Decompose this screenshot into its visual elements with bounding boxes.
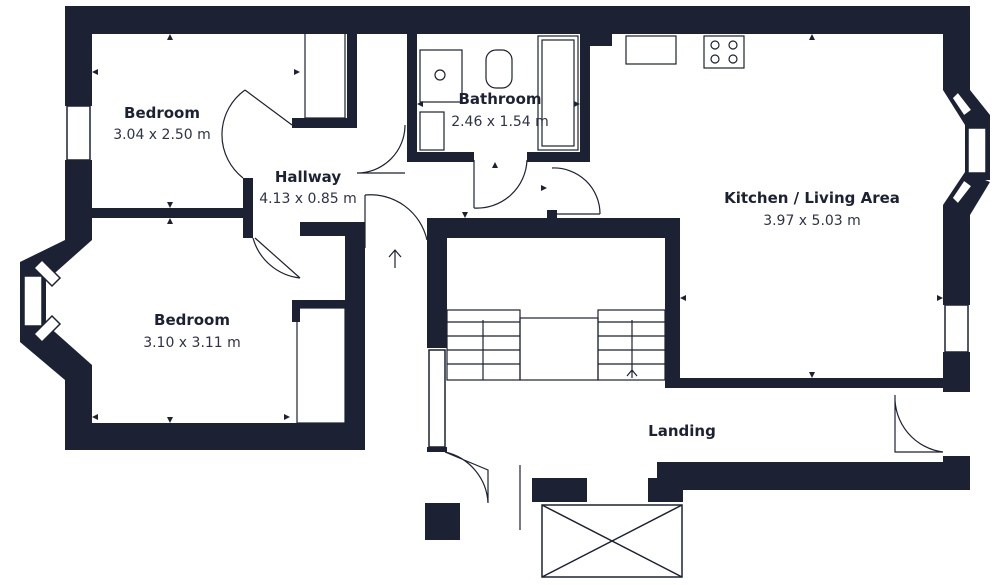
room-name-bathroom: Bathroom xyxy=(458,90,542,108)
walls xyxy=(65,6,970,540)
fixtures xyxy=(296,32,745,424)
shower-icon xyxy=(419,49,463,103)
toilet-icon xyxy=(485,49,513,89)
wall-bedroom1-closet xyxy=(347,30,357,128)
door-hall xyxy=(364,194,428,248)
wall-bedroom-bottom xyxy=(65,423,365,450)
door-bedroom2 xyxy=(252,237,301,279)
wall-skylight-left xyxy=(532,478,587,502)
wall-bathroom-left xyxy=(407,30,417,160)
wall-right-upper xyxy=(943,30,970,90)
window-bay-right-bottom xyxy=(951,178,974,206)
door-cupboard xyxy=(551,167,601,215)
hob-icon xyxy=(703,35,745,69)
wall-bedroom2-top xyxy=(300,222,365,236)
door-entry xyxy=(444,451,489,504)
dimension-markers xyxy=(92,34,943,423)
door-bathroom xyxy=(473,159,528,209)
windows xyxy=(23,90,987,448)
window-bay-right-top xyxy=(951,90,974,118)
room-dims-hallway: 4.13 x 0.85 m xyxy=(259,191,357,207)
wall-landing-bottom xyxy=(657,462,970,490)
up-arrow-icon xyxy=(388,249,402,268)
window-bedroom1 xyxy=(66,105,91,161)
wall-bathroom-bottom-b xyxy=(527,152,590,162)
wall-bathroom-bottom-a xyxy=(407,152,474,162)
room-dims-bedroom-1: 3.04 x 2.50 m xyxy=(113,127,211,143)
window-bay-left-center xyxy=(23,275,43,327)
room-name-hallway: Hallway xyxy=(274,168,342,186)
window-bay-right-center xyxy=(967,127,987,174)
wall-skylight-right xyxy=(648,478,683,502)
doors xyxy=(221,89,944,530)
wall-bedroom2-right xyxy=(345,222,365,450)
wall-bathroom-notch xyxy=(590,30,612,46)
wall-landing-left-end xyxy=(427,447,447,452)
wall-hall-stub xyxy=(243,178,253,238)
room-dims-bedroom-2: 3.10 x 3.11 m xyxy=(143,335,241,351)
wardrobe-bedroom1 xyxy=(304,32,346,119)
wall-bathroom-right xyxy=(580,30,590,162)
wall-left-upper xyxy=(65,6,92,106)
room-name-landing: Landing xyxy=(648,422,716,440)
sink-icon xyxy=(625,35,677,65)
room-name-bedroom-2: Bedroom xyxy=(154,311,230,329)
room-name-bedroom-1: Bedroom xyxy=(124,104,200,122)
wall-kitchen-bottom xyxy=(665,378,970,388)
wall-right-mid xyxy=(943,205,970,305)
wall-landing-corner xyxy=(943,456,970,490)
staircase xyxy=(446,309,666,381)
wall-bedroom1-right xyxy=(292,118,357,128)
wall-step xyxy=(547,210,557,220)
down-arrow-icon xyxy=(626,369,638,377)
wall-left-mid xyxy=(65,160,92,240)
bathtub-icon xyxy=(537,35,579,151)
room-dims-bathroom: 2.46 x 1.54 m xyxy=(451,114,549,130)
washbasin-icon xyxy=(419,111,445,151)
room-dims-kitchen: 3.97 x 5.03 m xyxy=(763,213,861,229)
wall-top xyxy=(65,6,970,34)
wardrobe-bedroom2 xyxy=(296,307,346,424)
window-bay-left-bottom xyxy=(32,314,62,344)
wall-bedroom-divider xyxy=(92,208,252,218)
door-closet xyxy=(356,124,406,174)
room-name-kitchen: Kitchen / Living Area xyxy=(724,189,900,207)
door-landing-right xyxy=(894,394,944,453)
wall-wardrobe-side xyxy=(292,300,300,322)
door-bedroom1 xyxy=(221,89,293,179)
wall-wardrobe-top xyxy=(292,300,345,308)
wall-stair-left xyxy=(427,218,447,348)
wall-stair-right xyxy=(665,218,680,388)
wall-entry-block xyxy=(425,503,460,540)
window-bay-left-top xyxy=(32,258,62,288)
window-kitchen xyxy=(944,304,969,353)
wall-stair-top xyxy=(427,218,677,238)
window-landing xyxy=(428,349,446,448)
skylight-icon xyxy=(541,504,683,578)
